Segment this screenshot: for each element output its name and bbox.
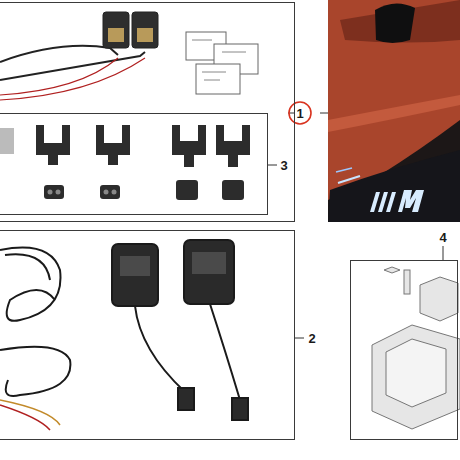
callout-number: 1 — [296, 107, 303, 120]
callout-number: 2 — [308, 332, 315, 345]
part-group-box: 2 — [0, 230, 295, 440]
projector-set — [0, 240, 248, 430]
part-group-box: 4 — [350, 260, 458, 440]
car-photo — [328, 0, 460, 222]
part-group-box: 13 — [0, 2, 295, 222]
callout-number: 3 — [280, 159, 287, 172]
part-group-box: 3 — [0, 113, 268, 215]
harness-kit — [0, 12, 258, 100]
clip-set — [0, 125, 250, 200]
bracket-housing — [372, 267, 460, 429]
callout-number: 4 — [439, 231, 446, 244]
